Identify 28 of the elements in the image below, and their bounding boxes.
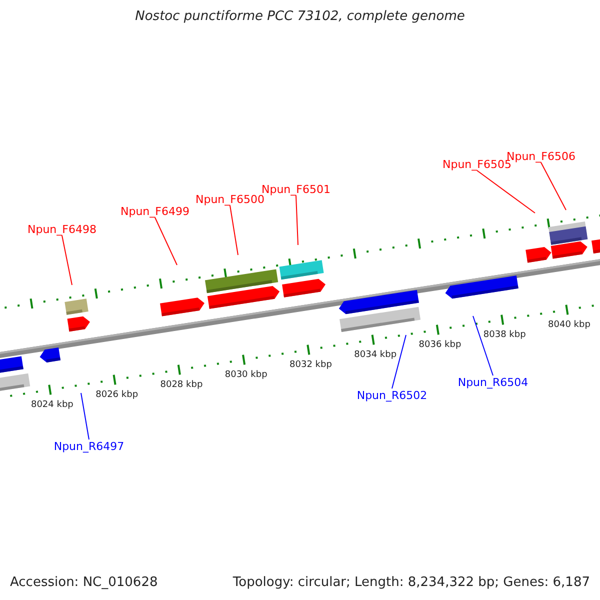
leader-line bbox=[154, 217, 178, 266]
axis-tick-label: 8036 kbp bbox=[418, 340, 462, 350]
leader-line bbox=[472, 316, 494, 376]
leader-line bbox=[296, 195, 298, 246]
gene-label: Npun_F6501 bbox=[262, 182, 330, 196]
genome-info-text: Topology: circular; Length: 8,234,322 bp; Genes: 6,187 bbox=[232, 574, 590, 590]
axis-tick-label: 8024 kbp bbox=[30, 400, 74, 410]
gene-label: Npun_R6502 bbox=[356, 388, 428, 402]
diagram-title: Nostoc punctiforme PCC 73102, complete genome bbox=[134, 9, 466, 24]
leader-line bbox=[62, 235, 72, 286]
leader-line bbox=[476, 170, 536, 214]
axis-tick-label: 8026 kbp bbox=[96, 390, 138, 400]
axis-tick-label: 8032 kbp bbox=[290, 360, 332, 370]
leader-line bbox=[80, 392, 90, 440]
axis-tick-label: 8030 kbp bbox=[224, 370, 268, 380]
accession-text: Accession: NC_010628 bbox=[10, 574, 158, 590]
axis-tick-label: 8038 kbp bbox=[483, 330, 526, 340]
axis-tick-label: 8034 kbp bbox=[354, 350, 397, 360]
gene-label: Npun_R6504 bbox=[458, 376, 528, 388]
gene-label: Npun_F6500 bbox=[196, 192, 264, 206]
gene-label: Npun_R6497 bbox=[54, 440, 124, 452]
axis-tick-label: 8028 kbp bbox=[160, 380, 203, 390]
axis-tick-label: 8040 kbp bbox=[548, 320, 590, 330]
gene-label: Npun_F6499 bbox=[120, 204, 190, 218]
leader-line bbox=[392, 334, 406, 389]
leader-line bbox=[540, 162, 566, 210]
leader-line bbox=[230, 205, 238, 256]
gene-label: Npun_F6498 bbox=[28, 222, 96, 236]
